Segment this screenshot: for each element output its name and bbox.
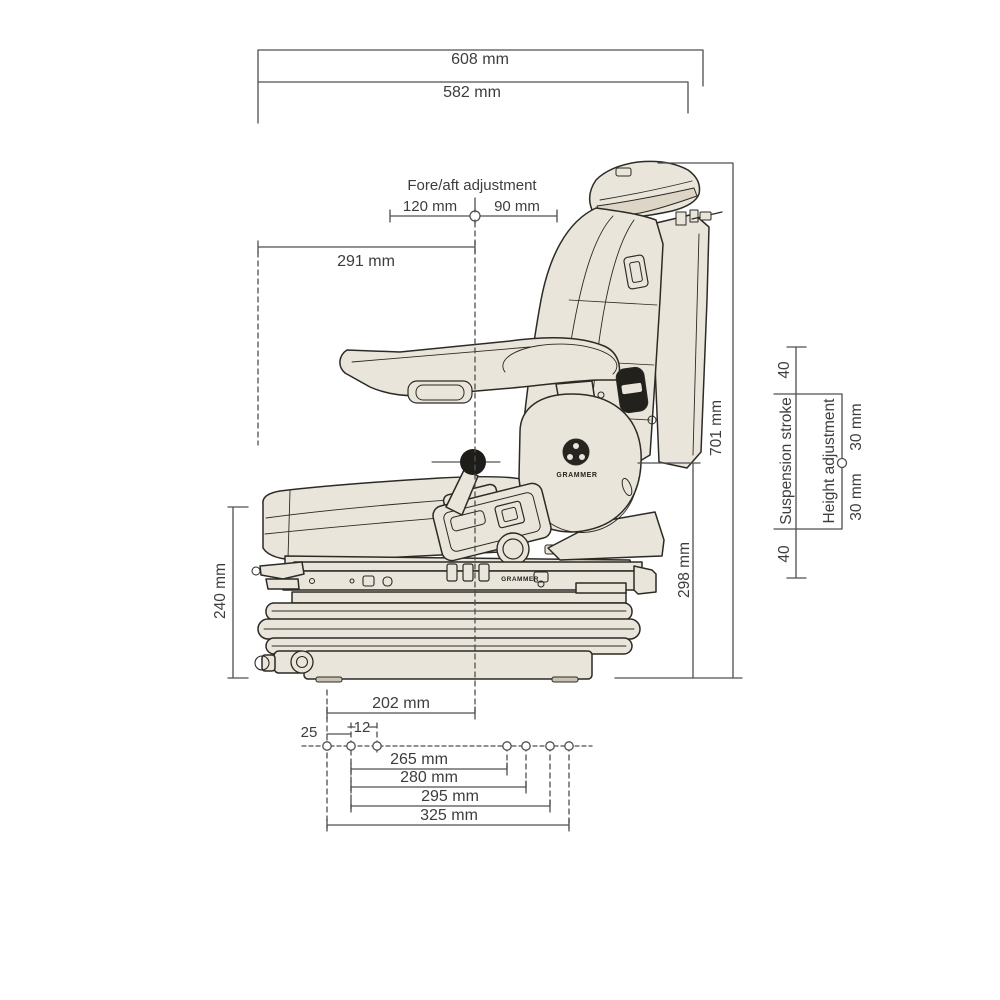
label-suspension-stroke: Suspension stroke: [778, 397, 795, 525]
label-30-top: 30 mm: [848, 403, 865, 450]
label-240: 240 mm: [212, 563, 229, 619]
label-12: 12: [354, 719, 371, 736]
suspension-bellows: [257, 602, 641, 655]
label-280: 280 mm: [400, 769, 458, 786]
suspension-side-panel: [518, 393, 642, 533]
base-box: [303, 650, 593, 683]
label-height-adjustment: Height adjustment: [821, 398, 838, 524]
label-265: 265 mm: [390, 751, 448, 768]
bolt-detail: [647, 415, 657, 425]
headrest: [588, 160, 723, 226]
dim-701: [614, 162, 743, 679]
rail-brand-logo: GRAMMER: [501, 576, 539, 583]
label-25: 25: [301, 724, 318, 741]
dim-25-12: [326, 726, 378, 735]
joystick-lever: [431, 449, 501, 516]
label-202: 202 mm: [372, 695, 430, 712]
label-325: 325 mm: [420, 807, 478, 824]
pivot-knob: [562, 438, 590, 466]
label-foreaft-120: 120 mm: [403, 198, 457, 215]
suspension-bracket: [547, 511, 665, 561]
dim-298: [637, 462, 701, 679]
label-582: 582 mm: [443, 84, 501, 101]
label-291: 291 mm: [337, 253, 395, 270]
label-foreaft-90: 90 mm: [494, 198, 540, 215]
seat-rails: [251, 561, 657, 595]
label-40-top: 40: [776, 361, 793, 379]
seat-illustration: GRAMMER GRAMMER: [251, 160, 723, 683]
label-295: 295 mm: [421, 788, 479, 805]
dim-240: [227, 506, 249, 679]
dim-325: [326, 818, 570, 832]
dim-608-bracket: [257, 49, 704, 124]
label-608: 608 mm: [451, 51, 509, 68]
dim-suspension: [773, 346, 848, 579]
label-30-bottom: 30 mm: [848, 473, 865, 520]
pivot-brand-logo: GRAMMER: [556, 472, 597, 479]
dim-291: [257, 240, 476, 446]
dim-280: [350, 780, 527, 794]
dim-265: [350, 762, 508, 776]
armrest: [339, 336, 621, 404]
label-298: 298 mm: [676, 542, 693, 598]
label-701: 701 mm: [708, 400, 725, 456]
dimension-labels: 608 mm 582 mm Fore/aft adjustment 120 mm…: [212, 51, 865, 824]
seat-index-point: [460, 449, 486, 475]
dimension-lines: [227, 49, 848, 832]
label-40-bottom: 40: [776, 545, 793, 563]
dim-582-bracket: [257, 81, 689, 114]
label-foreaft-title: Fore/aft adjustment: [407, 177, 537, 194]
front-roller: [254, 650, 314, 674]
dim-295: [350, 799, 551, 813]
mounting-holes: [322, 741, 574, 751]
lumbar-knob: [615, 366, 649, 414]
dim-foreaft: [389, 197, 558, 224]
